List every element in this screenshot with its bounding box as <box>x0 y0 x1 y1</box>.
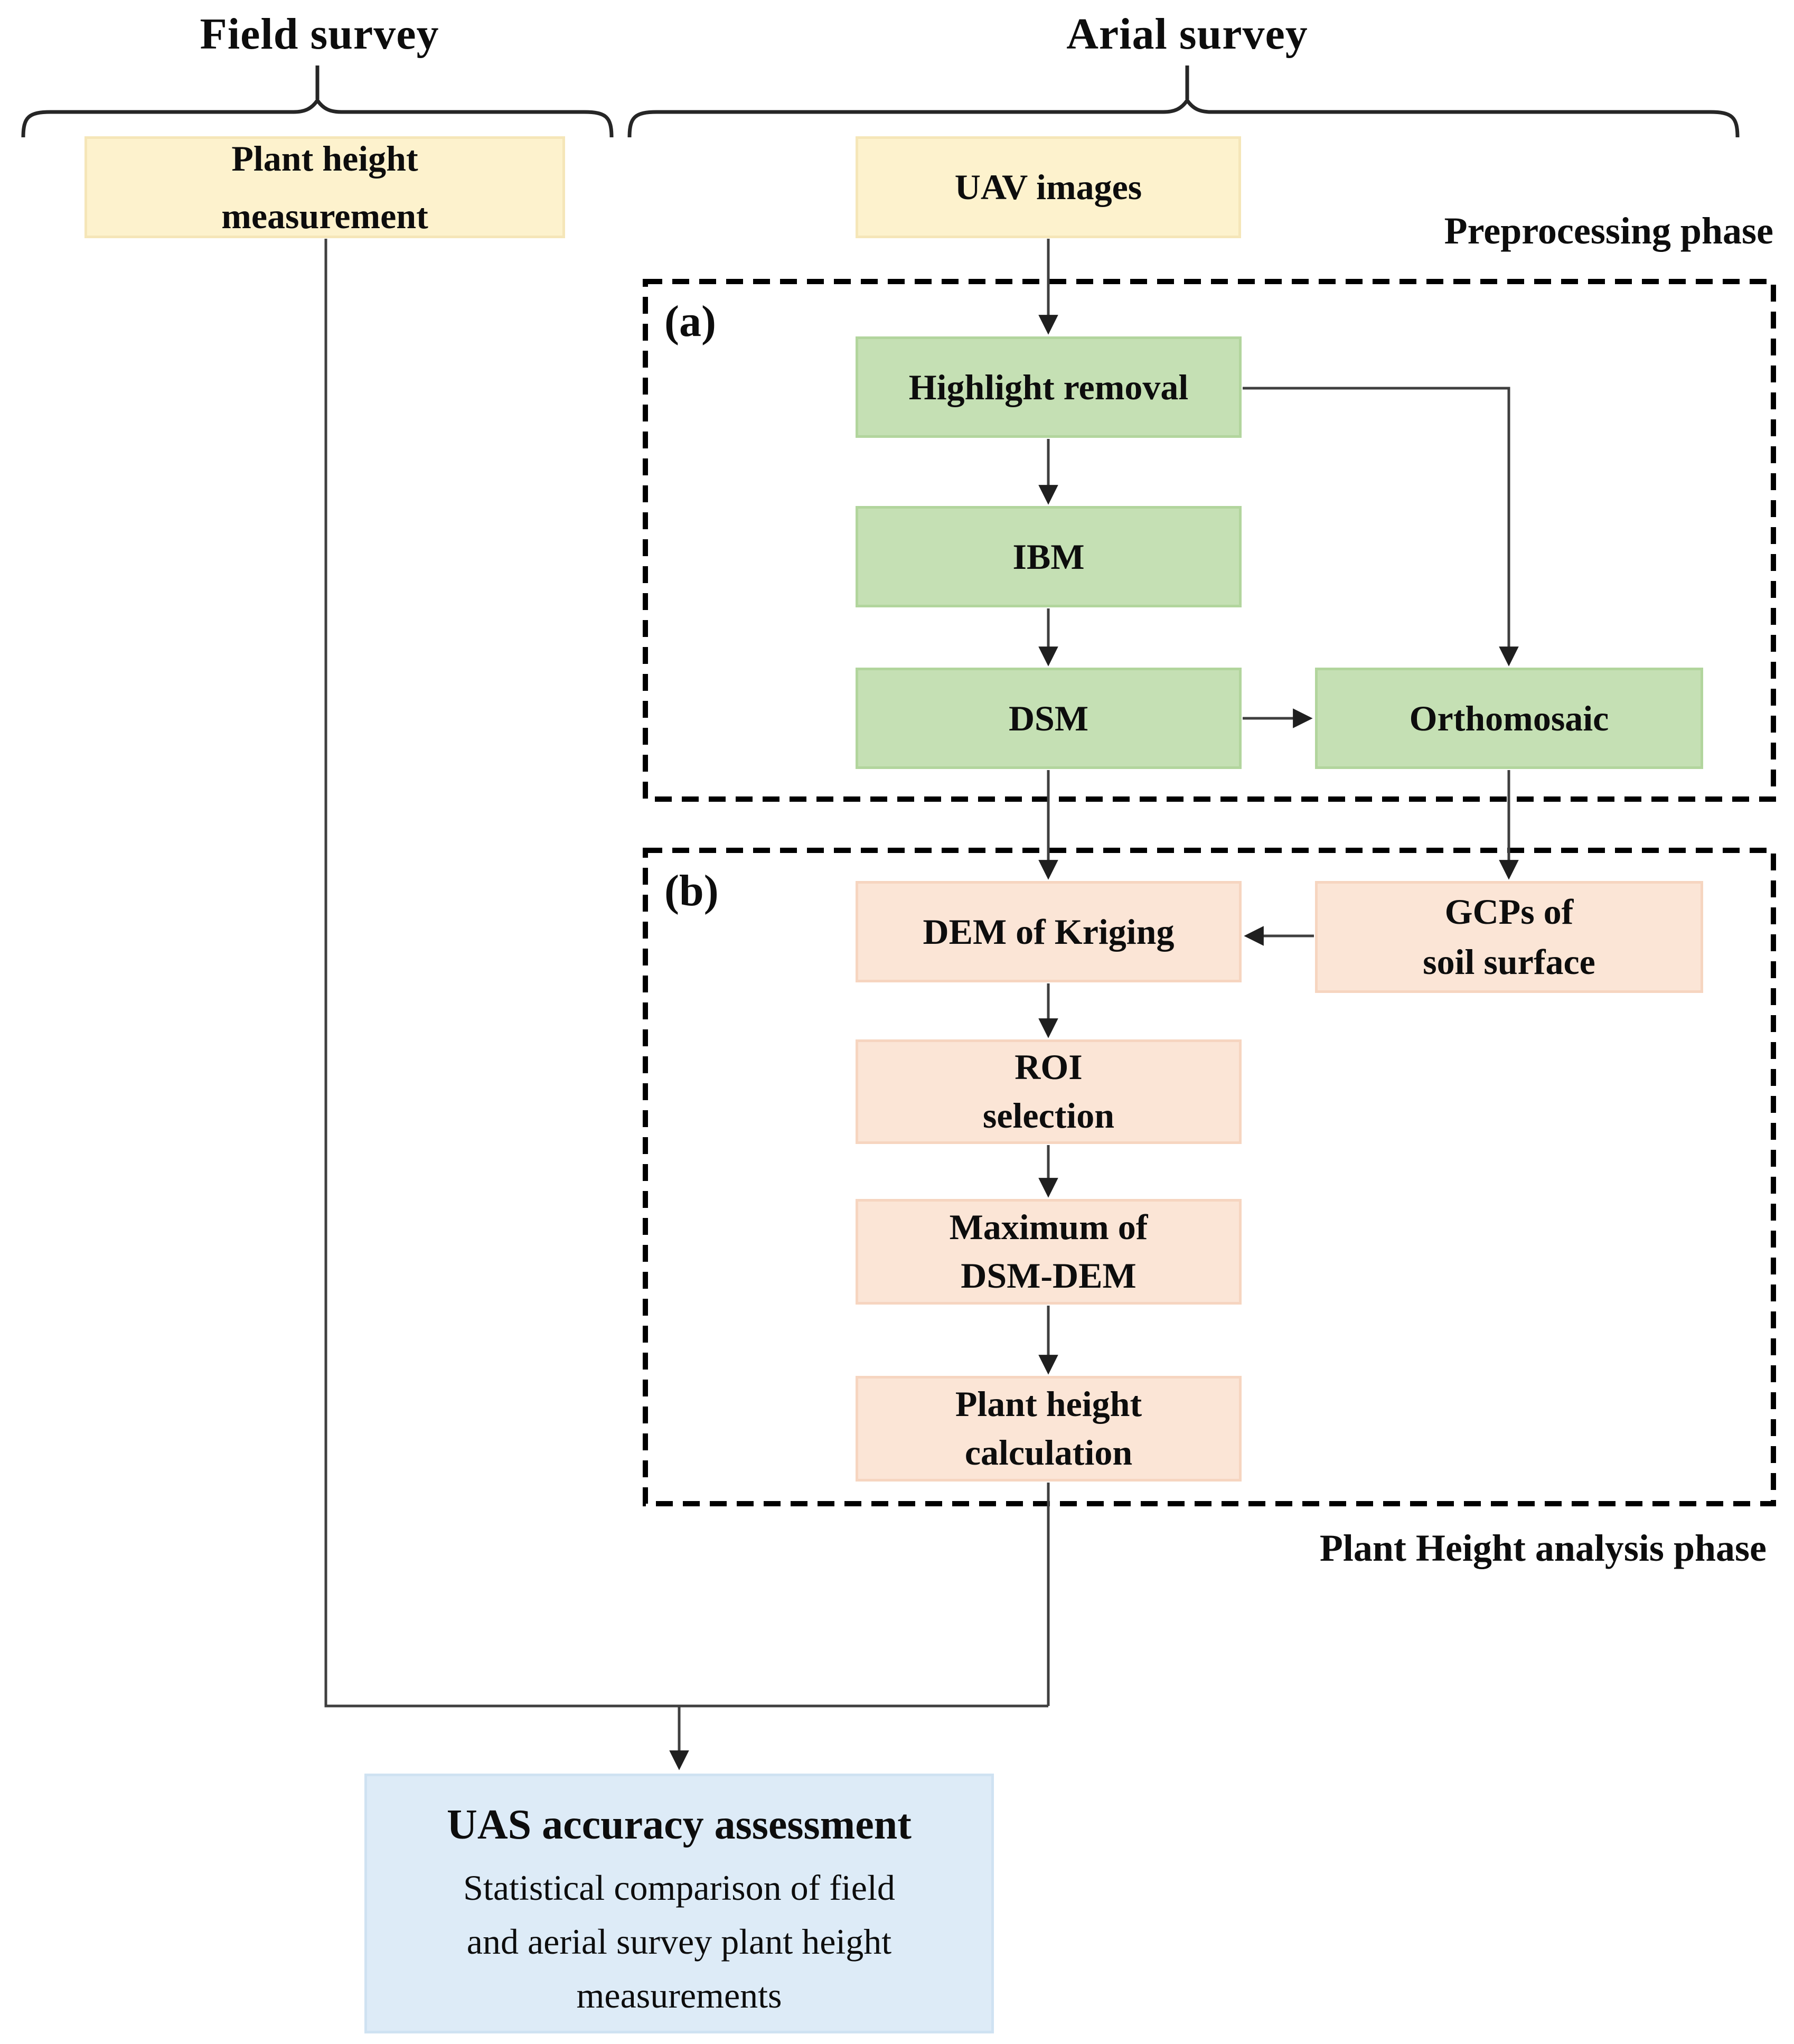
node-dsm: DSM <box>856 668 1242 769</box>
node-label: measurement <box>221 195 428 236</box>
node-dem-of-kriging: DEM of Kriging <box>856 881 1242 982</box>
field-survey-title: Field survey <box>200 10 439 59</box>
node-uas-accuracy-assessment: UAS accuracy assessment Statistical comp… <box>364 1774 994 2033</box>
node-label: calculation <box>964 1432 1133 1473</box>
node-label: DSM <box>1008 698 1089 738</box>
node-plant-height-measurement: Plant height measurement <box>84 136 565 238</box>
section-a-label: (a) <box>664 297 716 346</box>
uas-assessment-line: and aerial survey plant height <box>466 1921 892 1962</box>
node-label: IBM <box>1012 536 1085 577</box>
node-label: Orthomosaic <box>1409 698 1609 738</box>
connector-highlight-removal-to-orthomosaic <box>1243 387 1519 667</box>
aerial-survey-brace <box>627 65 1740 138</box>
node-highlight-removal: Highlight removal <box>856 336 1242 438</box>
node-label: soil surface <box>1423 942 1595 982</box>
node-label: ROI <box>1015 1047 1083 1087</box>
node-label: DSM-DEM <box>961 1255 1136 1296</box>
node-label: Maximum of <box>949 1207 1148 1248</box>
node-label: Highlight removal <box>908 367 1189 407</box>
uas-assessment-line: measurements <box>576 1975 782 2015</box>
node-label: Plant height <box>955 1384 1142 1424</box>
analysis-phase-label: Plant Height analysis phase <box>1319 1527 1767 1569</box>
node-plant-height-calculation: Plant height calculation <box>856 1376 1242 1482</box>
node-roi-selection: ROI selection <box>856 1039 1242 1144</box>
section-b-label: (b) <box>664 866 719 915</box>
field-survey-brace <box>21 65 614 138</box>
preprocessing-phase-frame <box>643 279 1776 802</box>
connector-field-survey-down <box>324 239 1048 1708</box>
preprocessing-phase-label: Preprocessing phase <box>1444 210 1773 252</box>
node-orthomosaic: Orthomosaic <box>1315 668 1703 769</box>
node-label: GCPs of <box>1444 891 1574 932</box>
node-label: selection <box>982 1095 1115 1136</box>
node-label: DEM of Kriging <box>923 911 1175 952</box>
node-label: Plant height <box>231 138 418 179</box>
uas-assessment-title: UAS accuracy assessment <box>447 1802 912 1848</box>
uas-assessment-line: Statistical comparison of field <box>463 1868 895 1908</box>
analysis-phase-frame <box>643 848 1776 1506</box>
node-ibm: IBM <box>856 506 1242 607</box>
node-maximum-dsm-dem: Maximum of DSM-DEM <box>856 1199 1242 1305</box>
node-label: UAV images <box>954 167 1142 208</box>
aerial-survey-title: Arial survey <box>1066 10 1308 59</box>
node-gcps-soil-surface: GCPs of soil surface <box>1315 881 1703 993</box>
node-uav-images: UAV images <box>856 136 1241 238</box>
